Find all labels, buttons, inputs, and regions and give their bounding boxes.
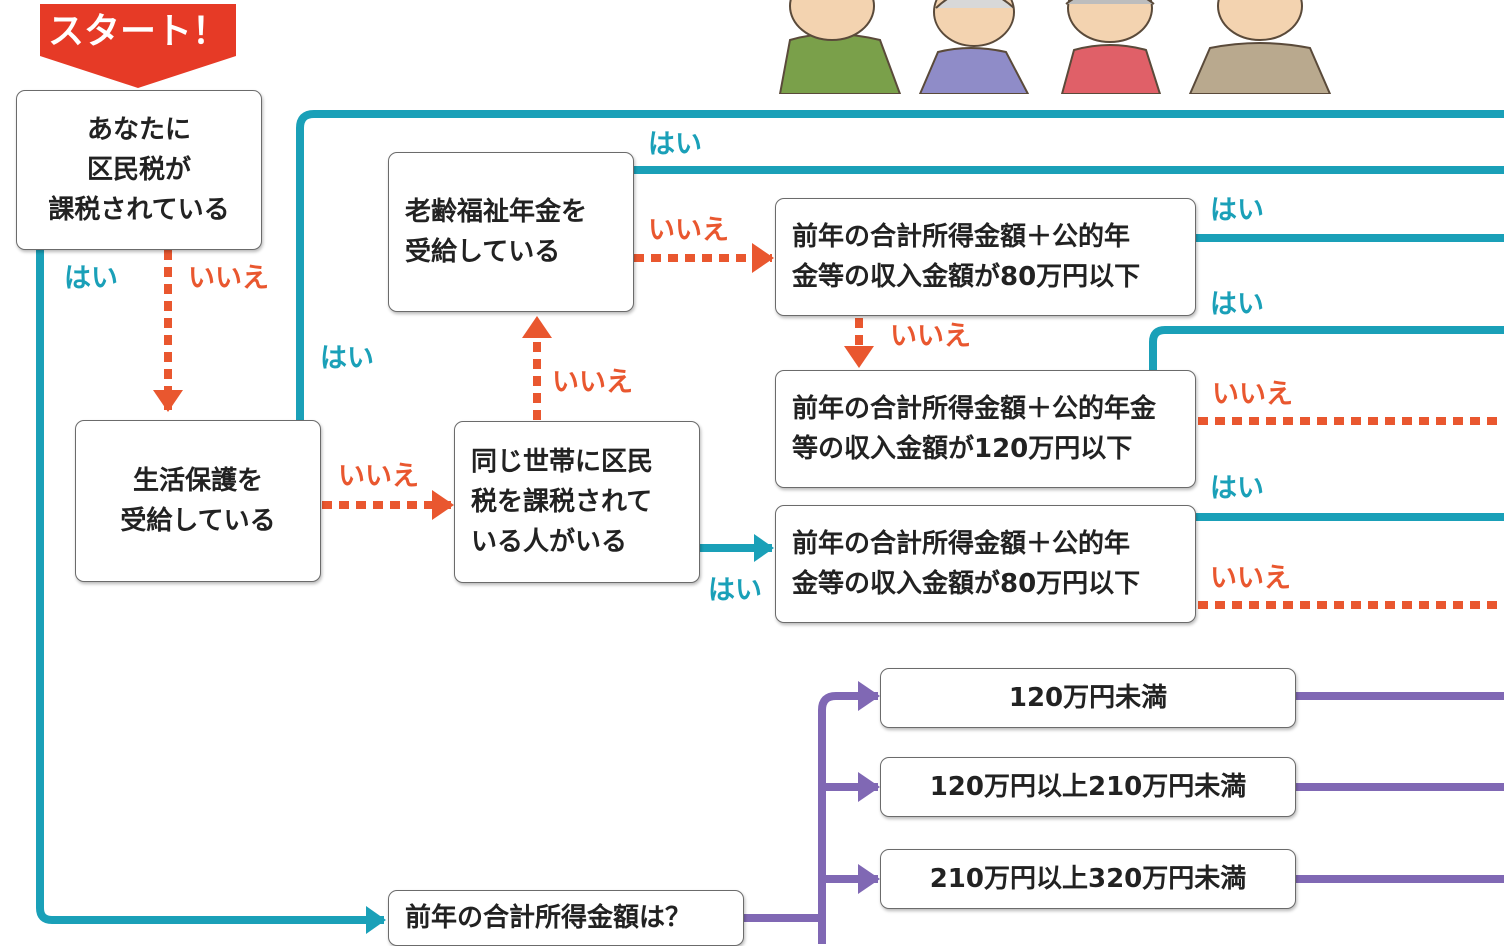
label-taxed-yes: はい <box>64 263 118 294</box>
label-pension-no: いいえ <box>648 215 729 246</box>
label-q80bottom-no: いいえ <box>1210 563 1291 594</box>
person-3-hair <box>1065 0 1155 5</box>
person-4-body <box>1188 42 1332 94</box>
node-range-1: 120万円未満 <box>880 668 1296 728</box>
label-welfare-no: いいえ <box>338 461 419 492</box>
label-q120-no: いいえ <box>1212 379 1293 410</box>
node-income-question: 前年の合計所得金額は？ <box>388 890 744 946</box>
connector-income-spine <box>818 681 880 944</box>
connector-welfare-yes <box>296 110 1504 420</box>
node-range-3: 210万円以上320万円未満 <box>880 849 1296 909</box>
person-1-head <box>789 0 875 41</box>
person-2-head <box>933 0 1015 47</box>
person-2-body <box>918 47 1030 94</box>
node-q120: 前年の合計所得金額＋公的年金 等の収入金額が120万円以下 <box>775 370 1196 488</box>
label-q80bottom-yes: はい <box>1210 473 1264 504</box>
elderly-people-illustration <box>778 0 1332 94</box>
start-label: スタート！ <box>47 11 228 52</box>
label-q80top-no: いいえ <box>890 321 971 352</box>
connector-taxed-yes <box>36 250 386 934</box>
node-range-2: 120万円以上210万円未満 <box>880 757 1296 817</box>
label-household-yes: はい <box>708 575 762 606</box>
label-welfare-yes: はい <box>320 343 374 374</box>
connector-q120-yes <box>1149 326 1504 370</box>
label-pension-yes: はい <box>648 129 702 160</box>
person-2-hair <box>935 0 1015 9</box>
node-taxed: あなたに 区民税が 課税されている <box>16 90 262 250</box>
person-3-head <box>1067 0 1153 43</box>
person-1-body <box>778 33 902 94</box>
income-connectors <box>744 681 1504 944</box>
yes-connectors <box>36 110 1504 934</box>
label-household-no: いいえ <box>552 367 633 398</box>
node-q80-bottom: 前年の合計所得金額＋公的年 金等の収入金額が80万円以下 <box>775 505 1196 623</box>
person-4-head <box>1217 0 1303 41</box>
label-q120-yes: はい <box>1210 289 1264 320</box>
node-household: 同じ世帯に区民 税を課税されて いる人がいる <box>454 421 700 583</box>
person-3-body <box>1060 44 1162 94</box>
node-welfare: 生活保護を 受給している <box>75 420 321 582</box>
node-q80-top: 前年の合計所得金額＋公的年 金等の収入金額が80万円以下 <box>775 198 1196 316</box>
label-taxed-no: いいえ <box>188 263 269 294</box>
no-connectors <box>153 243 1504 609</box>
start-banner <box>40 4 236 88</box>
node-pension: 老齢福祉年金を 受給している <box>388 152 634 312</box>
label-q80top-yes: はい <box>1210 195 1264 226</box>
